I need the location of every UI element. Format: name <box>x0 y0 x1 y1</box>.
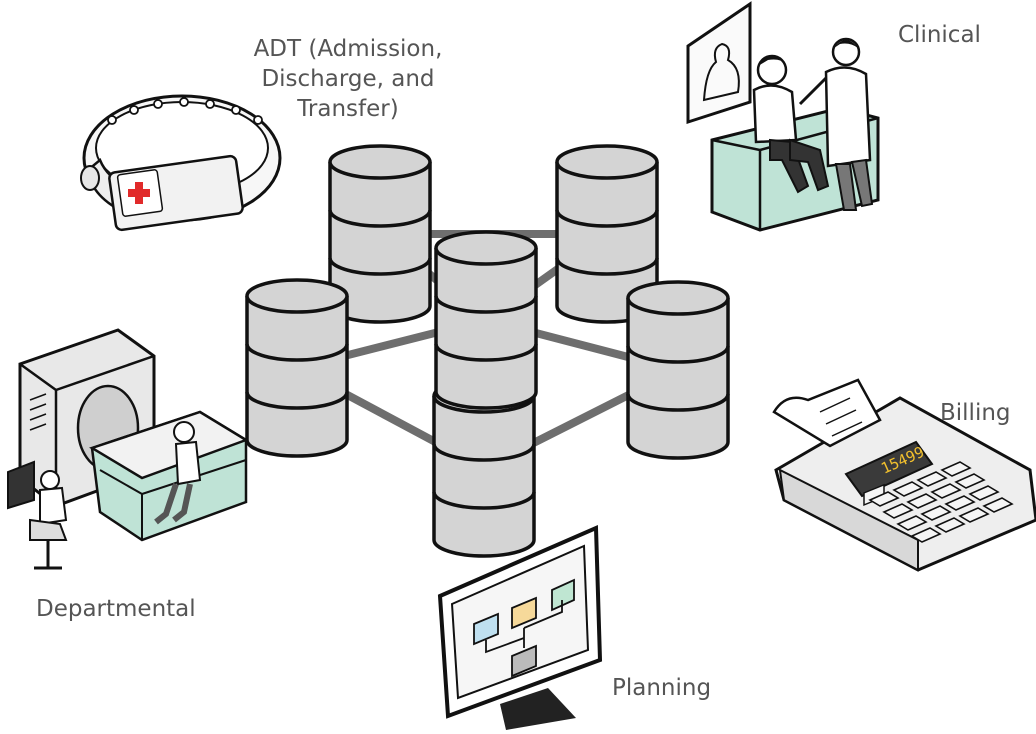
monitor-flowchart-icon <box>437 524 603 730</box>
label-billing: Billing <box>940 400 1011 426</box>
label-adt-line-1: ADT (Admission, <box>253 36 443 62</box>
label-adt-line-2: Discharge, and <box>261 66 435 92</box>
wristband-icon <box>80 94 282 232</box>
label-clinical: Clinical <box>898 22 981 48</box>
database-icon <box>245 278 349 458</box>
mri-scanner-icon <box>7 328 249 570</box>
label-departmental: Departmental <box>36 596 196 622</box>
database-icon <box>434 230 538 410</box>
calculator-icon: 15499 <box>772 378 1036 572</box>
label-adt-line-3: Transfer) <box>297 96 399 122</box>
label-planning: Planning <box>612 675 712 701</box>
database-icon <box>626 280 730 460</box>
label-adt: ADT (Admission, Discharge, and Transfer) <box>230 34 466 124</box>
doctor-patient-icon <box>686 1 880 232</box>
